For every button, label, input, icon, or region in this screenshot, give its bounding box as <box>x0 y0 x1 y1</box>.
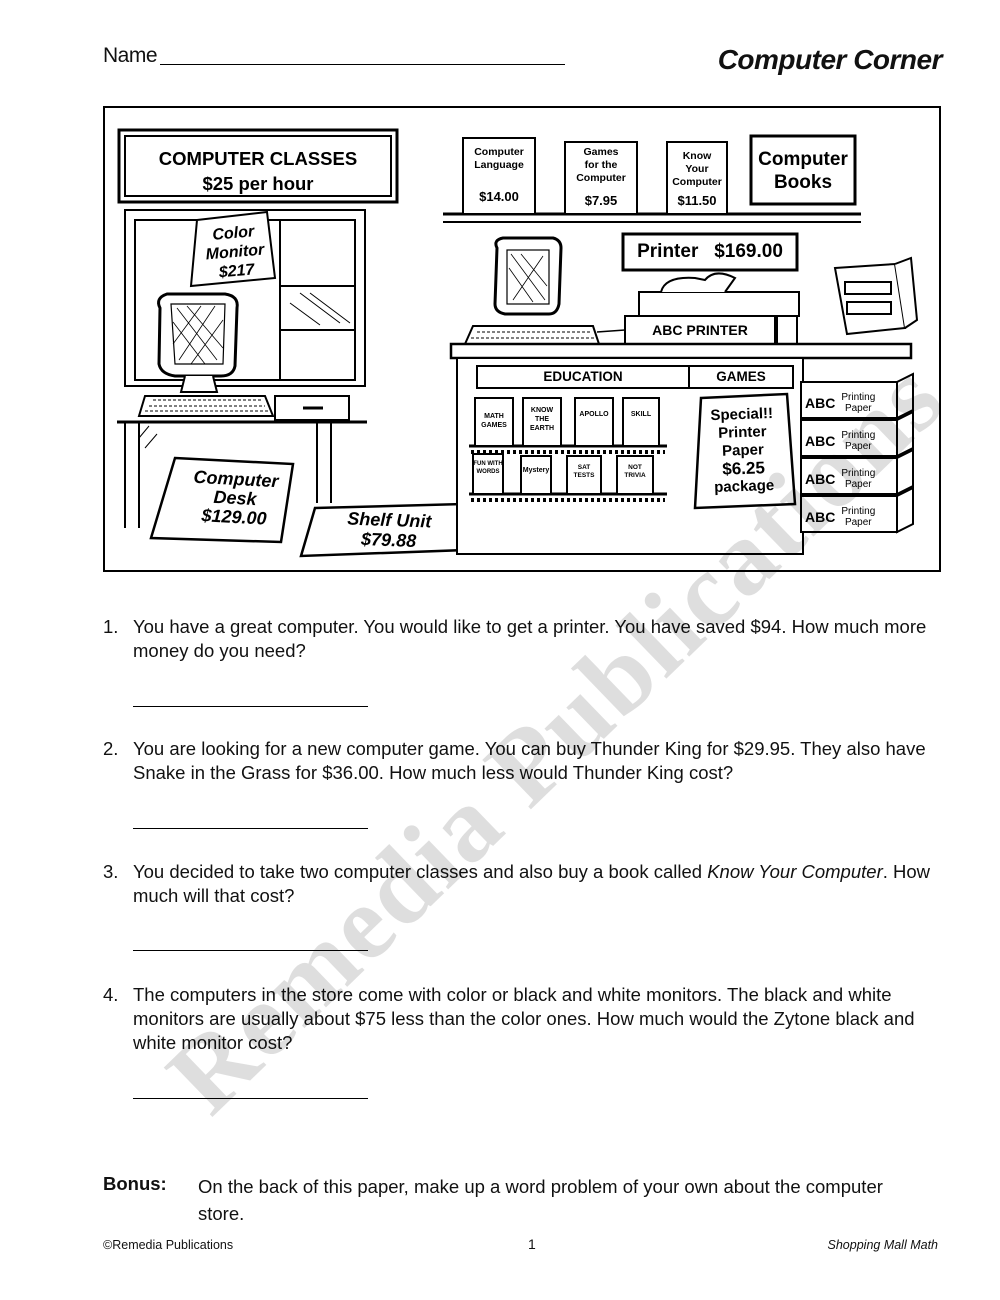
book-price: $7.95 <box>584 193 618 208</box>
bonus-text: On the back of this paper, make up a wor… <box>198 1176 883 1224</box>
book-title-line: for the <box>584 159 618 171</box>
question-number: 2. <box>103 738 119 759</box>
software-box: NOT TRIVIA <box>624 464 646 479</box>
question-1: 1. You have a great computer. You would … <box>103 615 933 663</box>
book-title-italic: Know Your Computer <box>707 861 883 882</box>
question-text-part: . How much will that cost? <box>133 861 931 906</box>
paper-box-label: Paper <box>844 403 872 414</box>
classes-sign-price: $25 per hour <box>202 173 314 194</box>
book-title-line: Computer <box>576 172 626 184</box>
bonus-label: Bonus: <box>103 1173 167 1194</box>
special-unit: package <box>713 476 775 497</box>
question-number: 3. <box>103 861 119 882</box>
answer-blank-2[interactable] <box>133 828 368 829</box>
computer-desk-sign: Computer Desk $129.00 <box>174 467 297 530</box>
book-title-line: Computer <box>672 176 722 188</box>
answer-blank-1[interactable] <box>133 706 368 707</box>
paper-box-label: Printing <box>841 430 876 441</box>
question-text: You decided to take two computer classes… <box>133 860 933 908</box>
question-2: 2. You are looking for a new computer ga… <box>103 737 933 785</box>
printer-box-label: ABC PRINTER <box>652 322 748 338</box>
book-computer-language: Computer Language <box>463 146 535 172</box>
paper-box-label: Printing <box>841 506 876 517</box>
software-box: FUN WITH WORDS <box>473 461 503 475</box>
answer-blank-4[interactable] <box>133 1098 368 1099</box>
software-box: MATH GAMES <box>481 413 507 429</box>
paper-box-label: Printing <box>841 468 876 479</box>
answer-blank-3[interactable] <box>133 950 368 951</box>
shelf-unit-sign: Shelf Unit $79.88 <box>318 508 459 553</box>
book-know-your-computer: Know Your Computer <box>667 150 727 189</box>
special-paper-sign: Special!! Printer Paper $6.25 package <box>695 404 790 497</box>
question-number: 1. <box>103 616 119 637</box>
question-text: You are looking for a new computer game.… <box>133 738 926 783</box>
printer-sign-label: Printer <box>637 241 699 262</box>
book-title-line: Games <box>583 146 619 158</box>
book-title-line: Your <box>685 163 709 175</box>
games-shelf-label: GAMES <box>716 369 766 384</box>
education-shelf-label: EDUCATION <box>543 369 623 384</box>
question-text: The computers in the store come with col… <box>133 984 915 1053</box>
software-box: APOLLO <box>579 411 609 418</box>
page-number: 1 <box>528 1236 536 1252</box>
software-box: SKILL <box>630 411 652 418</box>
name-label: Name <box>103 44 158 67</box>
color-monitor-sign: Color Monitor $217 <box>195 221 276 284</box>
copyright: ©Remedia Publications <box>103 1238 234 1252</box>
question-3: 3. You decided to take two computer clas… <box>103 860 933 908</box>
book-title-line: Know <box>682 150 712 162</box>
software-box: Mystery <box>522 467 550 474</box>
paper-box-label: Printing <box>841 392 876 403</box>
book-price: $11.50 <box>677 193 717 208</box>
paper-box-label: Paper <box>844 479 872 490</box>
book-games-for-the-computer: Games for the Computer <box>565 146 637 185</box>
book-title-line: Language <box>474 159 524 171</box>
book-price: $14.00 <box>479 189 519 204</box>
paper-box-brand: ABC <box>805 470 836 487</box>
question-text-part: You decided to take two computer classes… <box>133 861 708 882</box>
paper-box-brand: ABC <box>805 432 836 449</box>
software-box: SAT TESTS <box>573 464 595 479</box>
paper-box-brand: ABC <box>805 508 836 525</box>
classes-sign-title: COMPUTER CLASSES <box>158 148 358 169</box>
page-title: Computer Corner <box>717 44 943 75</box>
computer-classes-sign: COMPUTER CLASSES $25 per hour <box>127 146 389 196</box>
paper-box-label: Paper <box>844 441 872 452</box>
book-title: Shopping Mall Math <box>827 1238 938 1252</box>
question-text: You have a great computer. You would lik… <box>133 616 927 661</box>
printer-sign-price: $169.00 <box>714 241 783 262</box>
question-4: 4. The computers in the store come with … <box>103 983 933 1055</box>
question-number: 4. <box>103 984 119 1005</box>
books-sign-line2: Books <box>773 172 833 193</box>
computer-books-sign: Computer Books <box>751 148 855 194</box>
name-blank[interactable] <box>160 64 565 65</box>
paper-box-brand: ABC <box>805 394 836 411</box>
store-drawing <box>117 128 919 558</box>
store-illustration: COMPUTER CLASSES $25 per hour Color Moni… <box>103 106 941 572</box>
paper-box-label: Paper <box>844 517 872 528</box>
books-sign-line1: Computer <box>758 149 848 170</box>
printer-sign: Printer $169.00 <box>623 241 797 263</box>
book-title-line: Computer <box>474 146 524 158</box>
software-box: KNOW THE EARTH <box>529 407 555 432</box>
